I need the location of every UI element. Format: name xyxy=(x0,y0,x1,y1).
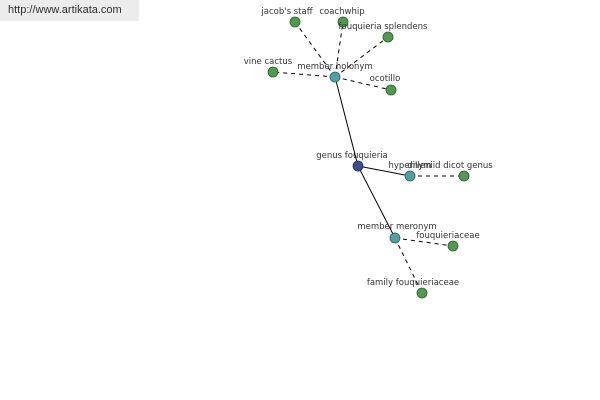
label-fouquieriaceae: fouquieriaceae xyxy=(416,231,479,241)
node-genus-fouquieria[interactable] xyxy=(352,160,364,172)
node-dilleniid-dicot-genus[interactable] xyxy=(458,170,470,182)
relation-nodes xyxy=(329,71,416,244)
edge-meronym-fouquieriaceae xyxy=(394,237,454,247)
edge-holonym-ocotillo xyxy=(334,76,392,91)
node-member-meronym[interactable] xyxy=(389,232,401,244)
edge-holonym-coachwhip xyxy=(334,21,344,78)
node-labels: jacob's staff coachwhip fouquieria splen… xyxy=(244,7,493,288)
edge-meronym-family-fouquieriaceae xyxy=(394,237,423,294)
label-member-meronym: member meronym xyxy=(357,222,436,232)
node-hypernym[interactable] xyxy=(404,170,416,182)
edge-center-hypernym xyxy=(357,165,411,177)
watermark-bar: http://www.artikata.com xyxy=(0,0,139,21)
edge-holonym-jacobs-staff xyxy=(294,21,336,78)
edge-holonym-vine-cactus xyxy=(272,71,336,78)
node-coachwhip[interactable] xyxy=(337,16,349,28)
label-ocotillo: ocotillo xyxy=(370,74,401,84)
node-vine-cactus[interactable] xyxy=(267,66,279,78)
label-member-holonym: member holonym xyxy=(297,62,372,72)
node-member-holonym[interactable] xyxy=(329,71,341,83)
node-family-fouquieriaceae[interactable] xyxy=(416,287,428,299)
label-fouquieria-splendens: fouquieria splendens xyxy=(339,22,429,32)
label-jacobs-staff: jacob's staff xyxy=(260,7,313,17)
edge-center-meronym xyxy=(357,165,396,239)
node-fouquieria-splendens[interactable] xyxy=(382,31,394,43)
label-vine-cactus: vine cactus xyxy=(244,57,293,67)
label-genus-fouquieria: genus fouquieria xyxy=(316,151,388,161)
edge-holonym-fouquieria-splendens xyxy=(334,36,389,78)
label-hypernym: hypernym xyxy=(388,161,431,171)
node-jacobs-staff[interactable] xyxy=(289,16,301,28)
leaf-nodes xyxy=(267,16,470,299)
node-fouquieriaceae[interactable] xyxy=(447,240,459,252)
label-family-fouquieriaceae: family fouquieriaceae xyxy=(367,278,459,288)
label-coachwhip: coachwhip xyxy=(319,7,364,17)
label-dilleniid-dicot-genus: dilleniid dicot genus xyxy=(407,161,493,171)
watermark-url[interactable]: http://www.artikata.com xyxy=(8,4,122,16)
node-ocotillo[interactable] xyxy=(385,84,397,96)
edge-holonym-center xyxy=(334,76,359,167)
